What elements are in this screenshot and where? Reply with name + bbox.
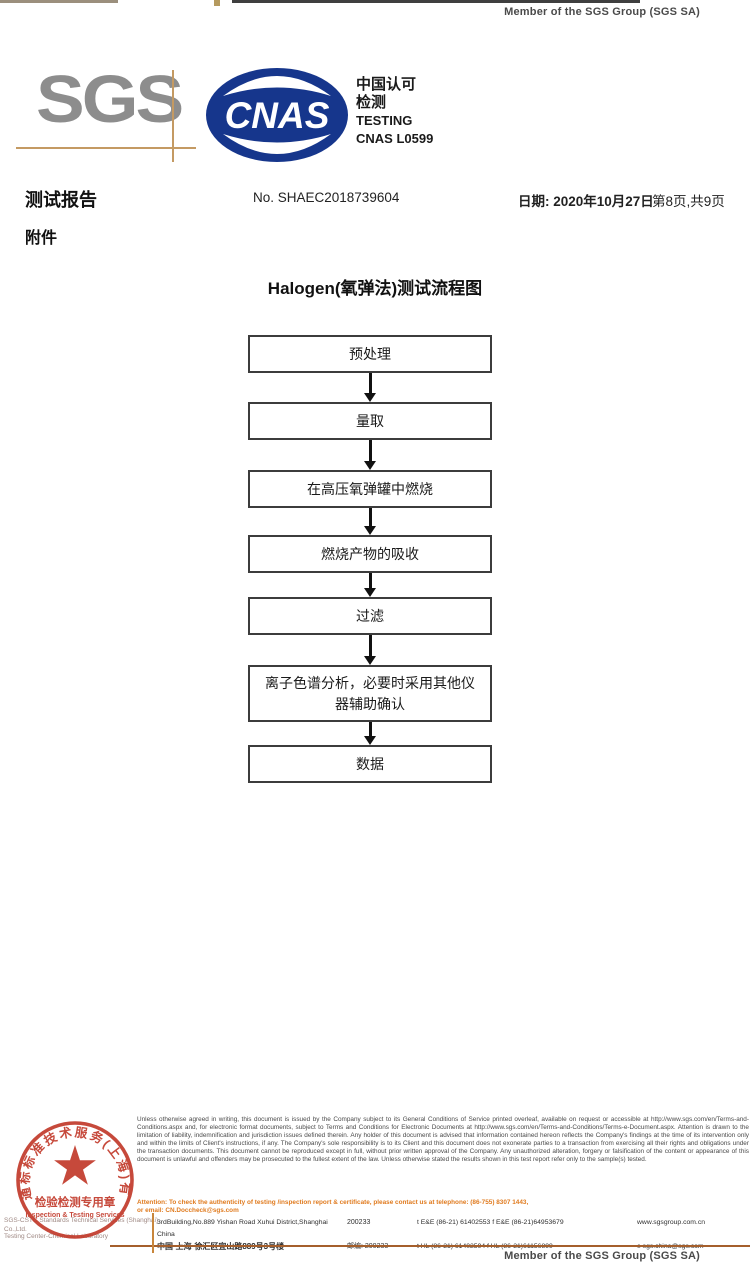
report-number: No. SHAEC2018739604: [253, 190, 400, 205]
cnas-caption-line3: TESTING: [356, 113, 413, 128]
cnas-caption: 中国认可 检测 TESTING CNAS L0599: [356, 76, 433, 148]
flow-step-filter: 过滤: [248, 597, 492, 635]
stamp-seal-icon: 通标标准技术服务(上海)有限公司 检验检测专用章 Inspection & Te…: [7, 1107, 134, 1239]
attention-notice: Attention: To check the authenticity of …: [137, 1199, 749, 1215]
attachment-label: 附件: [25, 230, 58, 247]
cnas-logo-icon: CNAS: [206, 68, 348, 162]
arrow-down-icon: [248, 722, 492, 745]
cnas-caption-line1: 中国认可: [356, 76, 417, 93]
stamp-label-cn: 检验检测专用章: [35, 1195, 116, 1209]
arrow-down-icon: [248, 440, 492, 470]
report-title: 测试报告: [25, 190, 97, 210]
phone-en: t E&E (86-21) 61402553 f E&E (86-21)6495…: [417, 1219, 564, 1226]
arrow-down-icon: [248, 373, 492, 402]
address-row-en: 3rdBuilding,No.889 Yishan Road Xuhui Dis…: [157, 1217, 749, 1241]
attention-line2: or email: CN.Doccheck@sgs.com: [137, 1207, 239, 1214]
scan-artifact: [214, 0, 220, 6]
website: www.sgsgroup.com.cn: [637, 1219, 705, 1226]
attention-line1: Attention: To check the authenticity of …: [137, 1199, 529, 1206]
member-line-bottom: Member of the SGS Group (SGS SA): [504, 1250, 700, 1262]
cnas-caption-line4: CNAS L0599: [356, 131, 434, 146]
flow-step-combustion: 在高压氧弹罐中燃烧: [248, 470, 492, 508]
flow-step-pretreatment: 预处理: [248, 335, 492, 373]
cnas-logo-text: CNAS: [225, 95, 330, 136]
flow-step-measure: 量取: [248, 402, 492, 440]
report-date: 日期: 2020年10月27日: [518, 194, 654, 209]
flowchart: 预处理 量取 在高压氧弹罐中燃烧 燃烧产物的吸收 过滤 离子色谱分析，必要时采用…: [248, 335, 492, 783]
zip-en: 200233: [347, 1219, 371, 1226]
cnas-caption-line2: 检测: [356, 94, 387, 111]
member-line-top: Member of the SGS Group (SGS SA): [504, 6, 700, 18]
company-stamp: 通标标准技术服务(上海)有限公司 检验检测专用章 Inspection & Te…: [7, 1107, 136, 1241]
arrow-down-icon: [248, 635, 492, 665]
flowchart-title: Halogen(氧弹法)测试流程图: [267, 279, 483, 298]
cnas-logo: CNAS: [203, 66, 351, 169]
arrow-down-icon: [248, 573, 492, 597]
flow-step-data: 数据: [248, 745, 492, 783]
stamp-company-name: SGS-CSTC Standards Technical Services (S…: [4, 1217, 159, 1233]
address-en: 3rdBuilding,No.889 Yishan Road Xuhui Dis…: [157, 1219, 328, 1238]
stamp-label-en: Inspection & Testing Services: [25, 1212, 124, 1219]
disclaimer-text: Unless otherwise agreed in writing, this…: [137, 1116, 749, 1164]
sgs-logo-hline: [16, 147, 196, 149]
arrow-down-icon: [248, 508, 492, 535]
footer-rule-line: [110, 1245, 750, 1247]
scan-artifact: [232, 0, 640, 3]
stamp-star-icon: [54, 1145, 96, 1185]
address-divider-line: [152, 1213, 154, 1253]
stamp-department-name: Testing Center-Chemical Laboratory: [4, 1233, 109, 1240]
address-block: 3rdBuilding,No.889 Yishan Road Xuhui Dis…: [157, 1217, 749, 1253]
scan-artifact: [0, 0, 118, 3]
page-indicator: 第8页,共9页: [652, 194, 725, 209]
sgs-logo-vline: [172, 70, 174, 162]
sgs-logo: SGS: [36, 62, 184, 137]
flow-step-analysis: 离子色谱分析，必要时采用其他仪器辅助确认: [248, 665, 492, 722]
flow-step-absorption: 燃烧产物的吸收: [248, 535, 492, 573]
